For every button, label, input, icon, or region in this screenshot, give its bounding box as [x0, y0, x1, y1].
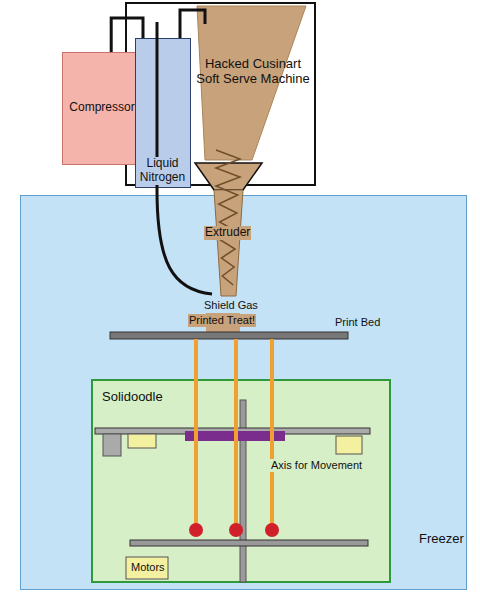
- motor-block: [128, 434, 156, 448]
- part-label: Shield Gas: [203, 299, 259, 312]
- top-axis-bar: [95, 428, 370, 434]
- nitrogen-line: [180, 10, 205, 38]
- hose-connector: [111, 18, 143, 52]
- lead-screw: [270, 339, 274, 530]
- carriage: [185, 431, 285, 441]
- node-label: Compressor: [63, 101, 141, 115]
- label-anchor: Extruder: [204, 226, 251, 240]
- nitrogen-tank: Liquid Nitrogen: [135, 38, 191, 188]
- label-anchor: Shield Gas: [203, 299, 259, 312]
- auger-thread: [216, 150, 240, 285]
- part-label: Print Bed: [334, 316, 381, 329]
- node-label: Solidoodle: [102, 390, 163, 405]
- motor-block: [336, 436, 362, 454]
- screw-end: [265, 523, 279, 537]
- lead-screw: [234, 339, 238, 530]
- part-label: Printed Treat!: [188, 314, 256, 327]
- label-anchor: Motors: [130, 561, 166, 574]
- part-label: Extruder: [204, 226, 251, 240]
- node-label: Liquid Nitrogen: [137, 157, 188, 185]
- label-anchor: Printed Treat!: [188, 314, 256, 327]
- part-label: Axis for Movement: [270, 459, 363, 472]
- soft-serve-mix: [197, 6, 306, 160]
- screw-end: [189, 523, 203, 537]
- vertical-pole: [240, 400, 246, 582]
- motor-block: [126, 557, 168, 579]
- part-label: Motors: [130, 561, 166, 574]
- auger-screw: [216, 150, 240, 285]
- freezer-region: Freezer Solidoodle: [20, 195, 467, 590]
- node-label: Freezer: [419, 532, 464, 547]
- node-label: Hacked Cusinart Soft Serve Machine: [193, 57, 313, 87]
- shield-gas-hose: [157, 22, 212, 294]
- compressor-box: Compressor: [62, 52, 144, 165]
- bottom-axis-bar: [130, 540, 368, 546]
- print-bed: [110, 332, 348, 339]
- funnel: [195, 163, 262, 190]
- label-anchor: Axis for Movement: [270, 459, 363, 472]
- label-anchor: Print Bed: [334, 316, 381, 329]
- printer-frame: Solidoodle: [91, 379, 391, 583]
- extruder-body: [214, 190, 243, 296]
- bracket: [103, 434, 121, 456]
- screw-end: [229, 523, 243, 537]
- lead-screw: [194, 339, 198, 530]
